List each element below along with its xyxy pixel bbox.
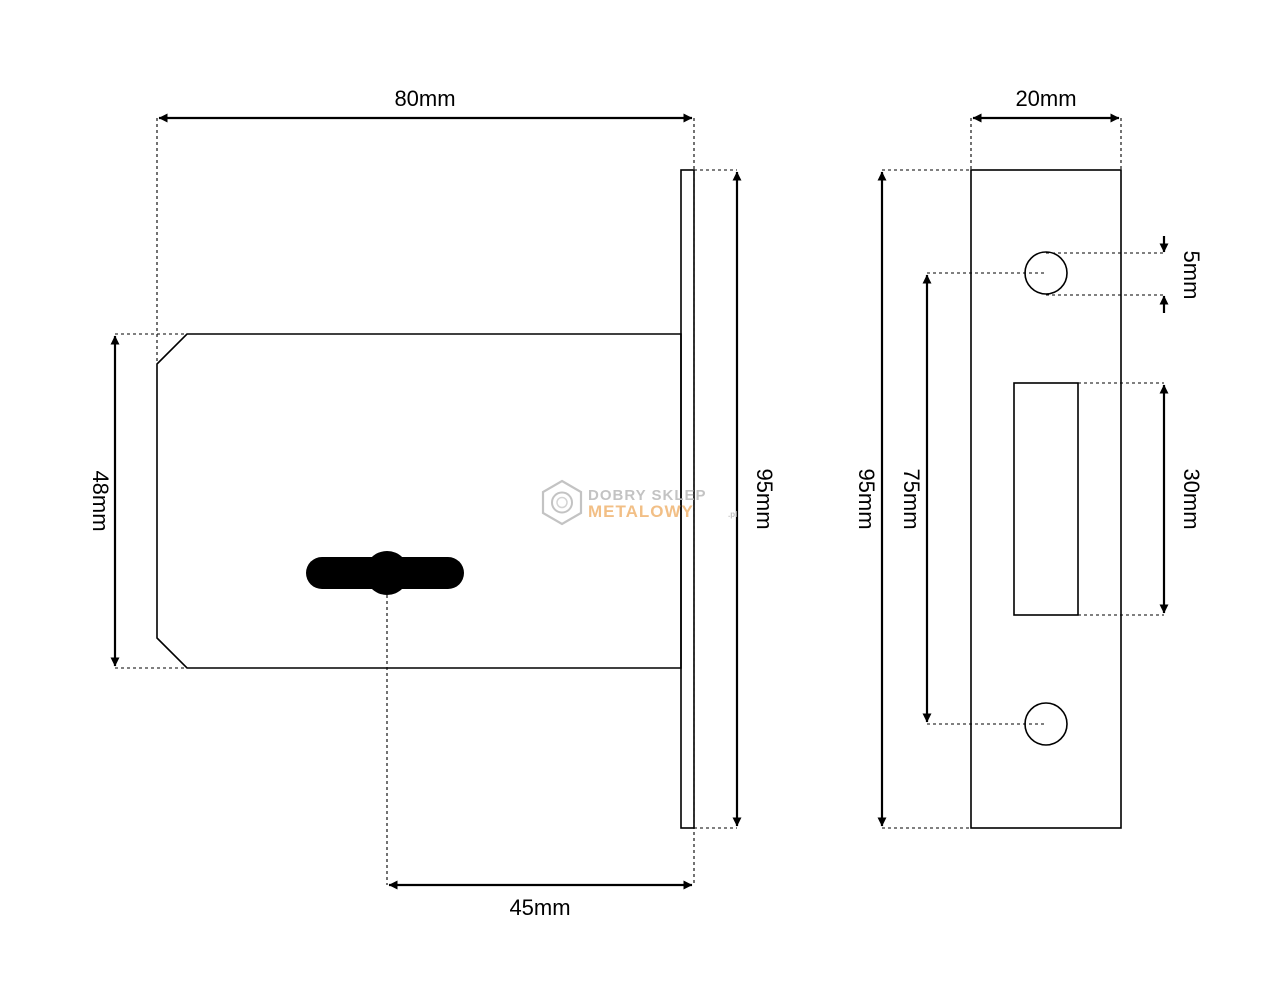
- keyhole-hub: [365, 551, 409, 595]
- dim-hole-diameter: 5mm: [1159, 236, 1204, 313]
- watermark-line2: METALOWY: [588, 502, 694, 521]
- dim-label-screw-spacing: 75mm: [899, 468, 924, 529]
- dim-bolt-opening: 30mm: [1159, 384, 1204, 614]
- dim-strike-width: 20mm: [972, 86, 1120, 123]
- keyhole-icon: [306, 551, 464, 595]
- dim-strike-height: 95mm: [854, 171, 887, 827]
- watermark: DOBRY SKLEP METALOWY .pl: [541, 479, 737, 526]
- hex-nut-icon: [541, 479, 583, 526]
- lock-body-view: [156, 169, 695, 829]
- dim-label-faceplate-height: 95mm: [752, 468, 777, 529]
- strike-plate-view: [970, 169, 1122, 829]
- dim-body-length: 80mm: [158, 86, 693, 123]
- dim-label-strike-height: 95mm: [854, 468, 879, 529]
- dim-label-body-height: 48mm: [88, 470, 113, 531]
- dim-label-body-length: 80mm: [394, 86, 455, 111]
- dim-body-height: 48mm: [88, 335, 120, 667]
- bolt-opening: [1013, 382, 1079, 616]
- dim-faceplate-height: 95mm: [732, 171, 777, 827]
- dim-screw-spacing: 75mm: [899, 274, 932, 723]
- dim-label-bolt-opening: 30mm: [1179, 468, 1204, 529]
- watermark-suffix: .pl: [728, 510, 737, 519]
- dim-backset: 45mm: [388, 880, 693, 920]
- dim-label-strike-width: 20mm: [1015, 86, 1076, 111]
- strike-extension-lines: [882, 118, 1164, 829]
- strike-plate: [970, 169, 1122, 829]
- dim-label-backset: 45mm: [509, 895, 570, 920]
- body-extension-lines: [115, 118, 737, 885]
- dim-label-hole-diameter: 5mm: [1179, 251, 1204, 300]
- watermark-line1: DOBRY SKLEP: [588, 487, 707, 504]
